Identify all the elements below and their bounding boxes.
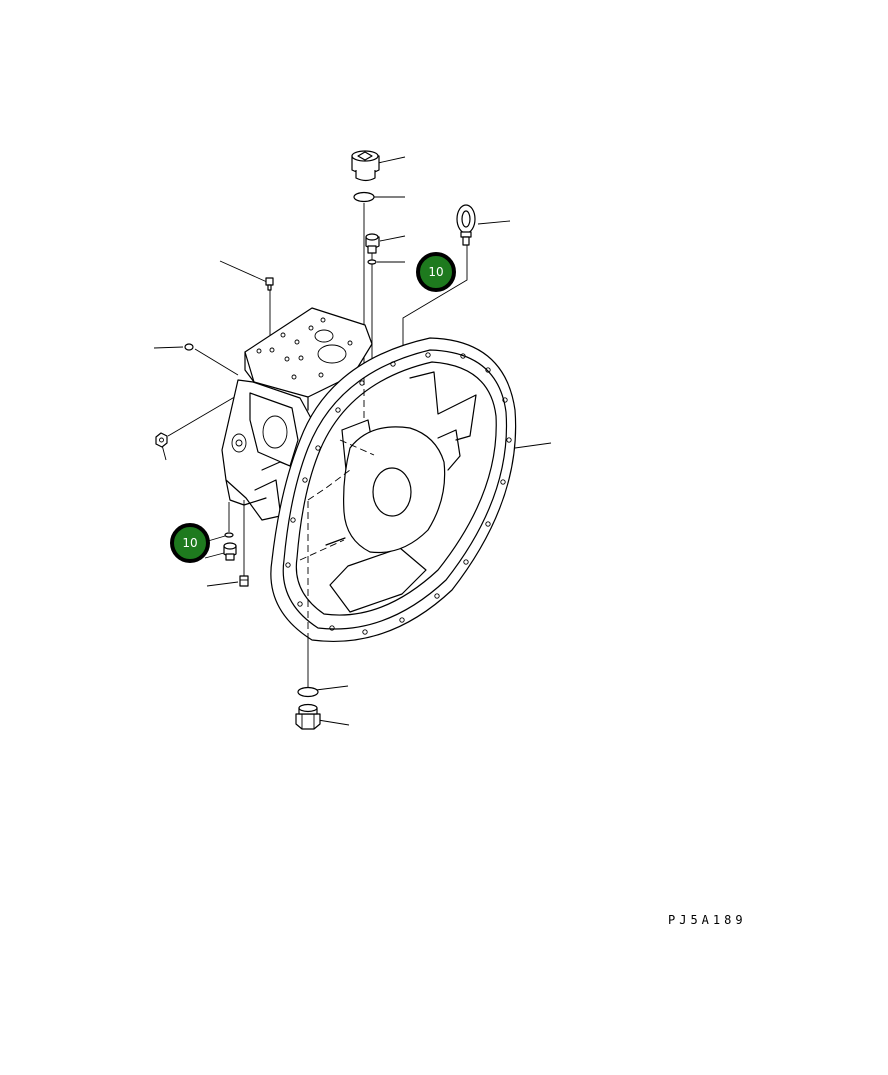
plug-pin — [184, 343, 194, 351]
drawing-code: PJ5A189 — [668, 913, 747, 927]
hidden-lines — [299, 378, 375, 640]
small-screw — [265, 277, 274, 291]
callout-lower-label: 10 — [182, 536, 197, 550]
callout-upper-label: 10 — [428, 265, 443, 279]
top-plug — [351, 150, 380, 182]
small-o-ring — [367, 259, 377, 265]
side-o-ring — [224, 532, 234, 538]
leader-lines — [153, 156, 552, 726]
flywheel-housing — [270, 337, 517, 643]
top-o-ring — [353, 191, 375, 203]
callout-lower: 10 — [170, 523, 210, 563]
bottom-left-screw — [239, 575, 249, 587]
bottom-plug — [295, 703, 321, 730]
nut — [155, 432, 168, 448]
callout-upper: 10 — [416, 252, 456, 292]
lifting-eye-bolt — [456, 204, 476, 246]
top-bolt — [365, 233, 380, 254]
bottom-o-ring — [297, 686, 319, 698]
side-bolt — [223, 542, 237, 561]
